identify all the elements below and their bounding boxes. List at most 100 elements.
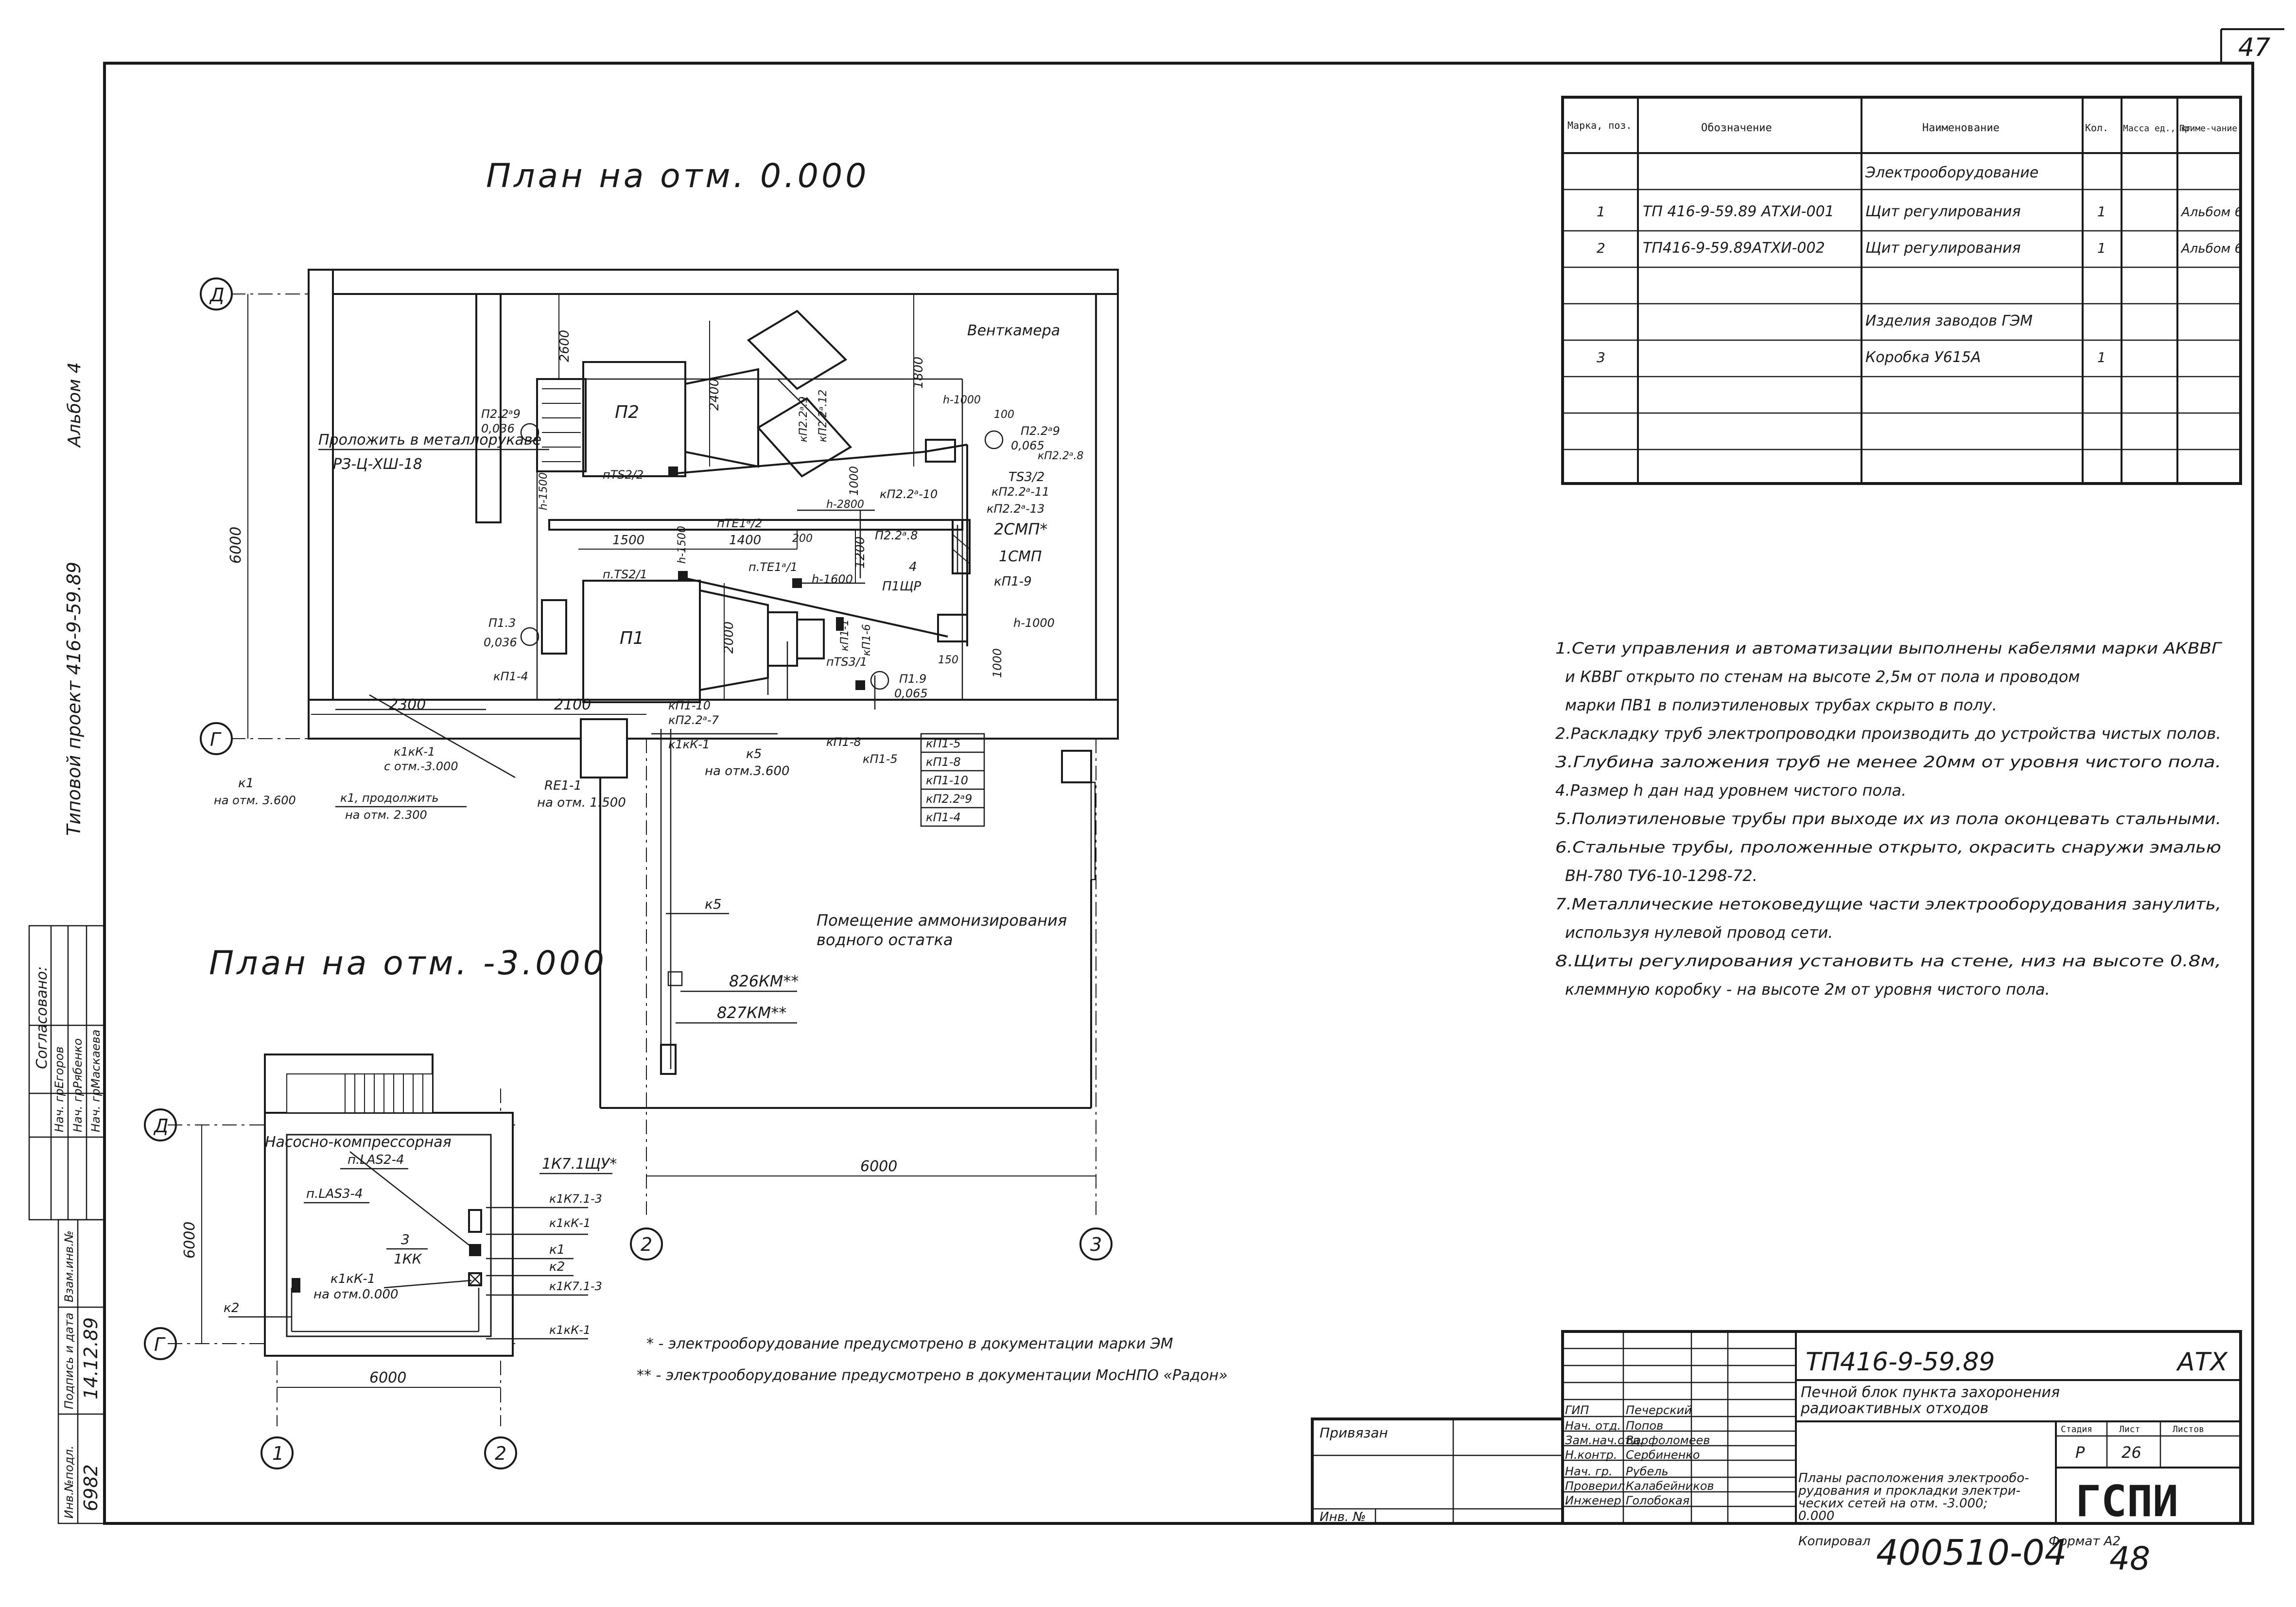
note-line: и КВВГ открыто по стенам на высоте 2,5м … (1565, 668, 2080, 686)
label-pshr: П1ЩР (882, 579, 922, 594)
plan-3-dimensions: 6000 6000 (181, 1125, 501, 1388)
spec-row-code: ТП416-9-59.89АТХИ-002 (1643, 240, 1825, 257)
dim-2300: 2300 (389, 696, 426, 713)
tb-sheets-header: Листов (2173, 1424, 2204, 1434)
plan-3-labels: Насосно-компрессорная п.LAS2-4 п.LAS3-4 … (224, 1134, 617, 1340)
tb-role: Зам.нач.отд. (1565, 1434, 1643, 1447)
plan-3-devices (228, 1151, 482, 1332)
tb-sheet-header: Лист (2119, 1424, 2140, 1434)
dim3-6000-horiz: 6000 (369, 1369, 406, 1386)
signoff-role-2: Нач. гр. (71, 1085, 85, 1132)
label-h1000b: h-1000 (1013, 616, 1055, 630)
axis-marker-g (200, 722, 233, 755)
tb-drawing-1: Планы расположения электрообо- (1798, 1471, 2029, 1486)
tb-mark: АТХ (2176, 1348, 2228, 1377)
dim-2400: 2400 (707, 379, 722, 411)
label-h2800: h-2800 (826, 499, 864, 511)
label-p2-2-9b: 0,065 (1011, 439, 1044, 452)
label-k1-left: к1 (238, 776, 254, 791)
axis-label-2: 2 (641, 1234, 652, 1255)
spec-row-pos: 3 (1597, 349, 1605, 365)
tb-name: Рубель (1626, 1465, 1669, 1478)
spec-header-code: Обозначение (1701, 122, 1772, 134)
label-kp1-5: кП1-5 (863, 752, 898, 766)
cable-list-item-3: кП1-10 (926, 774, 968, 787)
footnotes: * - электрооборудование предусмотрено в … (637, 1335, 1228, 1384)
label-re1-1b: на отм. 1.500 (537, 795, 626, 810)
label3-k1k7-3a: к1К7.1-3 (549, 1192, 602, 1206)
label-kp1-1: кП1-1 (839, 619, 851, 651)
label-k1-prod: к1, продолжить (340, 791, 439, 805)
label-pi2-2b: 0,036 (481, 422, 515, 435)
cable-list: кП1-5 кП1-8 кП1-10 кП2.2ᵃ9 кП1-4 (920, 733, 985, 827)
spec-row-qty: 1 (2097, 204, 2106, 220)
label-smp2: 2СМП* (994, 520, 1047, 538)
label-nte1-1: п.TE1ᵃ/1 (748, 560, 798, 574)
album-label: Альбом 4 (65, 362, 85, 448)
tb-stage-header: Стадия (2061, 1424, 2092, 1434)
spec-header-qty: Кол. (2085, 122, 2108, 134)
cable-list-item-1: кП1-5 (926, 737, 961, 750)
label-p2-2-8: П2.2ᵃ.8 (875, 529, 918, 542)
dim-1000-a: 1000 (847, 466, 861, 496)
label-pi2-2: П2.2ᵃ9 (481, 407, 521, 421)
note-line: ВН-780 ТУ6-10-1298-72. (1565, 866, 1757, 885)
label-k1-prod2: на отм. 2.300 (345, 808, 427, 822)
plan-3-walls (264, 1054, 514, 1357)
label3-las2-4: п.LAS2-4 (348, 1153, 404, 1167)
tb-drawing-2: рудования и прокладки электри- (1798, 1484, 2020, 1498)
inventory-strip: Инв.№подл. 6982 Подпись и дата 14.12.89 … (57, 1219, 105, 1524)
plan-0-title: План на отм. 0.000 (486, 157, 870, 195)
label-re1-1: RE1-1 (544, 778, 582, 793)
label-nts2-1: п.TS2/1 (603, 568, 647, 581)
tb-name: Попов (1626, 1419, 1663, 1433)
inv-label: Инв.№подл. (62, 1446, 76, 1519)
dim-6000-vert: 6000 (227, 527, 244, 564)
note-line: 2.Раскладку труб электропроводки произво… (1555, 725, 2221, 743)
cable-list-item-2: кП1-8 (926, 755, 961, 769)
tb-name: Печерский (1626, 1403, 1692, 1417)
label3-k1k7: 1К7.1ЩУ* (542, 1156, 617, 1173)
label-num4: 4 (909, 560, 917, 574)
dim3-6000-vert: 6000 (181, 1222, 198, 1259)
label-kp1-4: кП1-4 (493, 670, 528, 683)
tb-name: Голобокая (1626, 1494, 1689, 1507)
tb-inv: Инв. № (1320, 1510, 1366, 1524)
label-826km: 826КМ** (729, 972, 799, 990)
spec-header-name: Наименование (1922, 122, 2000, 134)
spec-row-name: Электрооборудование (1865, 164, 2038, 181)
plan-3-title: План на отм. -3.000 (209, 944, 607, 983)
label3-kk1: 1КК (394, 1251, 422, 1267)
dim-1500: 1500 (612, 533, 644, 548)
spec-row-pos: 2 (1597, 240, 1605, 256)
signoff-title: Согласовано: (34, 966, 51, 1069)
tb-role: Проверил (1565, 1479, 1625, 1493)
axis3-marker-g (144, 1327, 177, 1360)
signoff-role-1: Нач. гр. (52, 1085, 66, 1132)
spec-row-qty: 1 (2097, 240, 2106, 256)
spec-row-name: Щит регулирования (1865, 203, 2021, 220)
tb-project: ТП416-9-59.89 (1806, 1348, 1995, 1377)
label-kp2-2-7: кП2.2ᵃ-7 (668, 713, 719, 727)
tb-stage: Р (2075, 1443, 2085, 1462)
label-k5-b: к5 (705, 896, 722, 912)
spec-header-pos: Марка, поз. (1567, 120, 1632, 131)
label3-k1kk1a: к1кК-1 (549, 1216, 591, 1230)
label-h1500b: h-1500 (676, 526, 688, 564)
spec-table: Марка, поз. Обозначение Наименование Кол… (1561, 96, 2242, 485)
box-pshr (937, 614, 968, 642)
label-pi1-3: П1.3 (488, 616, 516, 630)
cable-list-item-4: кП2.2ᵃ9 (926, 792, 972, 806)
spec-row-note: Альбом 6 (2180, 242, 2243, 256)
unit-p2-label: П2 (615, 402, 639, 422)
tb-name: Сербиненко (1626, 1448, 1700, 1462)
tb-name: Калабейников (1626, 1479, 1714, 1493)
label3-num3: 3 (401, 1231, 410, 1247)
axis-marker-3 (1079, 1227, 1113, 1261)
label-kp2-2-9: кП2.2ᵃ.9 (798, 397, 810, 442)
label-k1-left2: на отм. 3.600 (214, 794, 296, 807)
note-line: используя нулевой провод сети. (1565, 923, 1833, 942)
